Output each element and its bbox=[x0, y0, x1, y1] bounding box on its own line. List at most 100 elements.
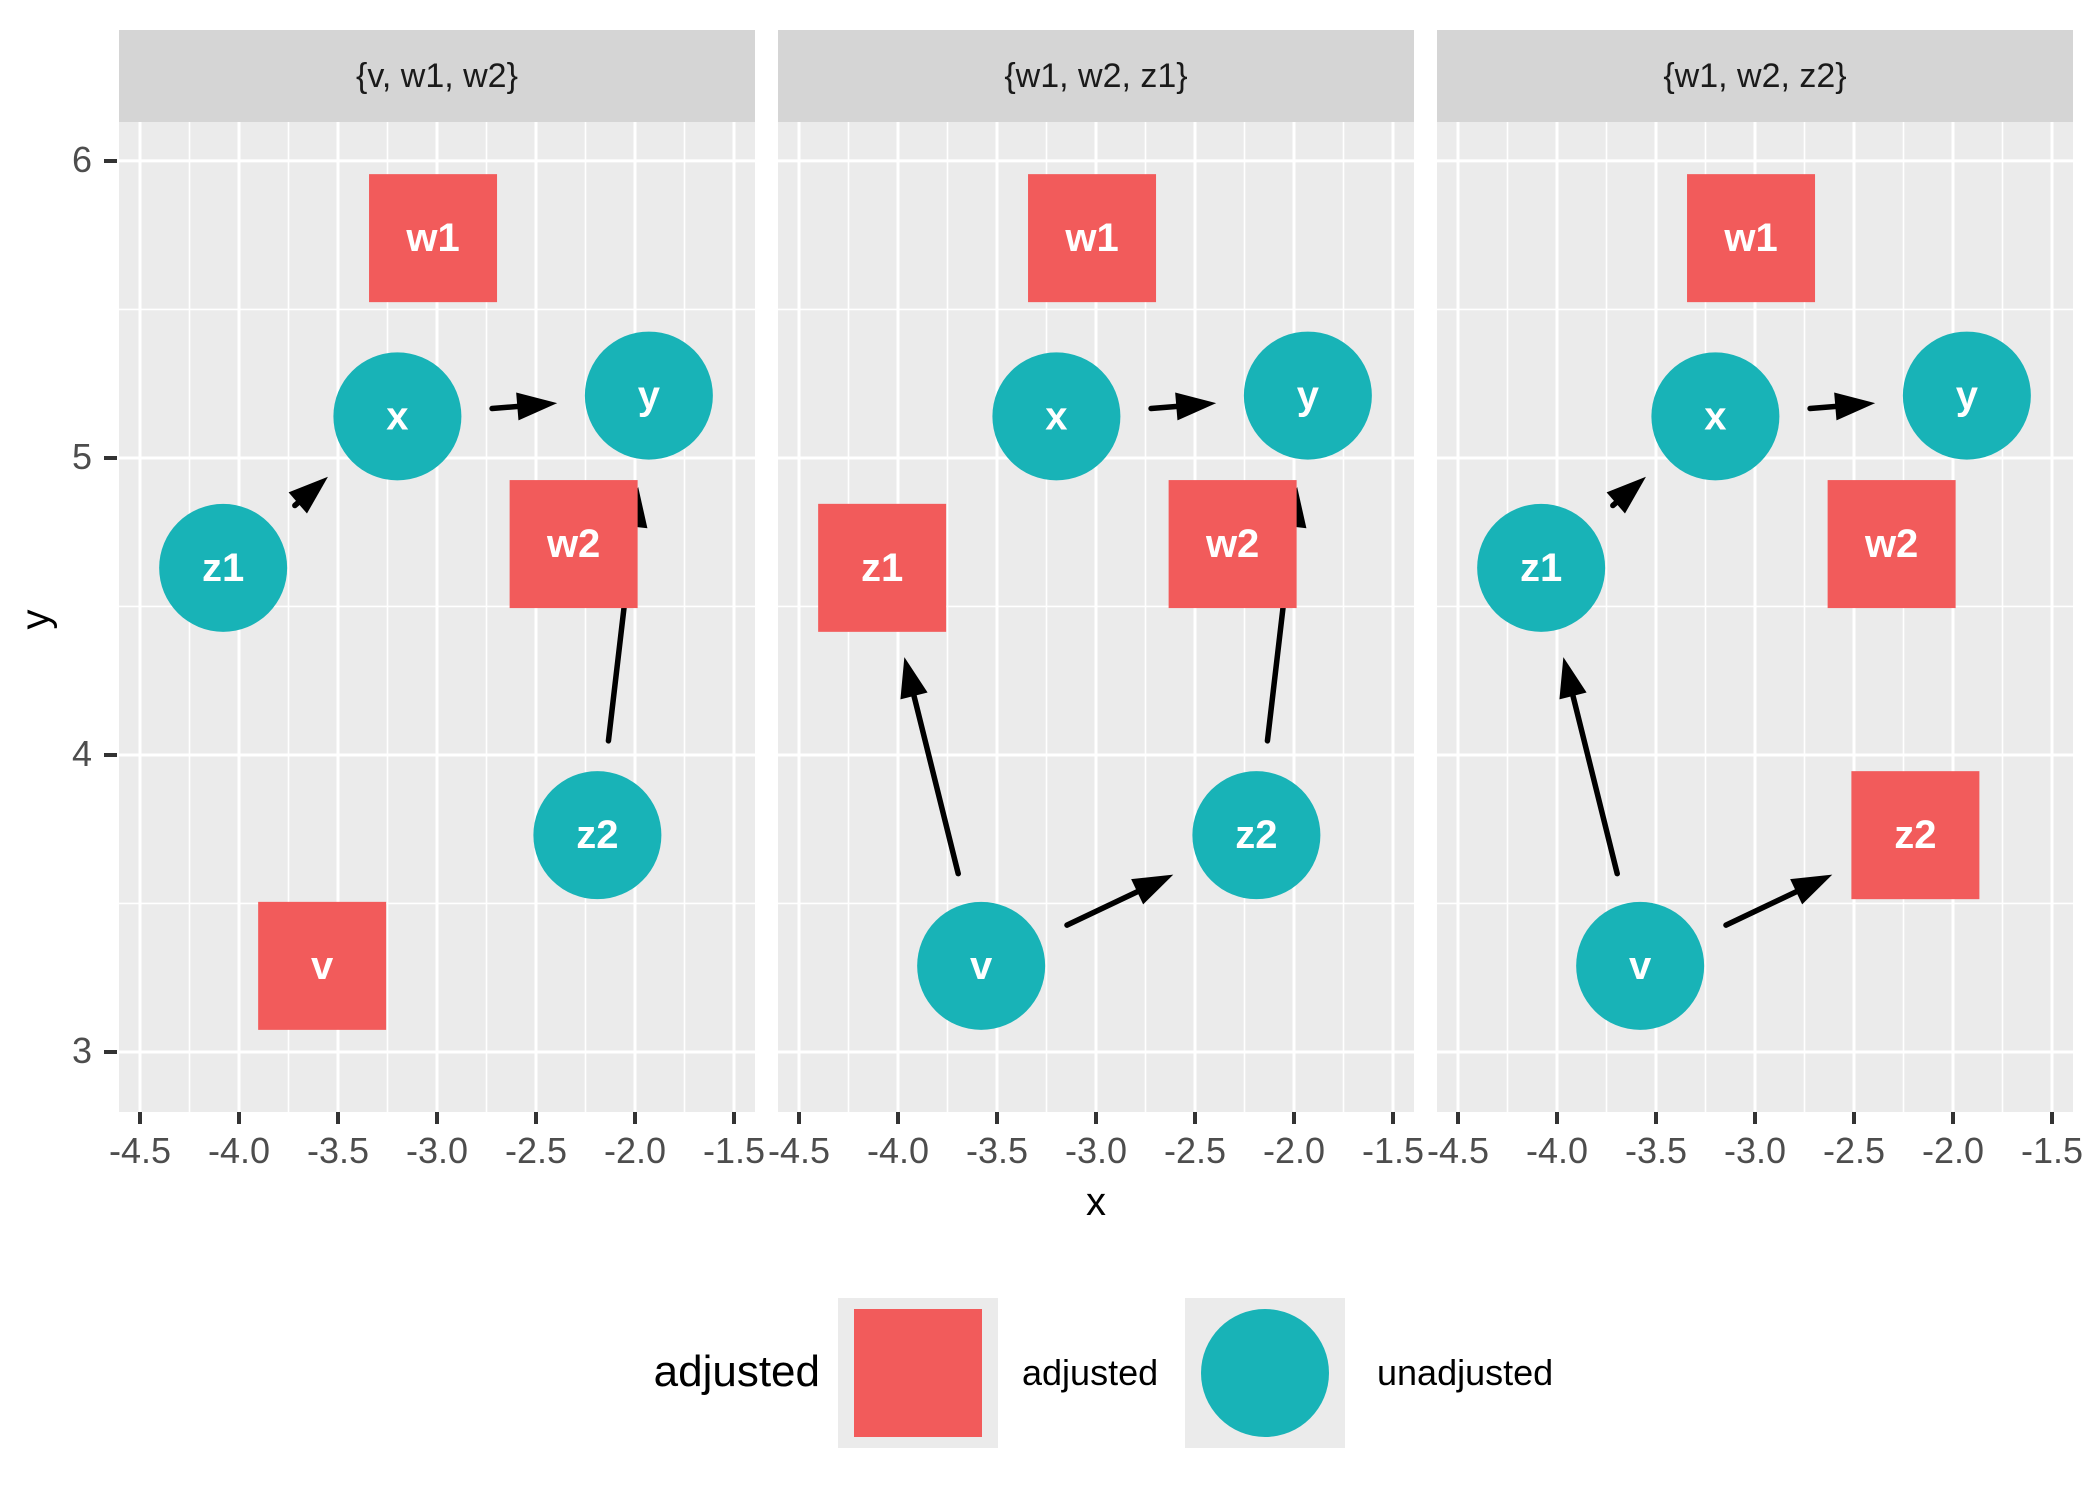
x-tick-label: -4.5 bbox=[108, 1130, 171, 1171]
node-z2-unadjusted: z2 bbox=[1192, 771, 1321, 900]
facet-panel-2: v w1 w2 x y z1 z2 bbox=[778, 122, 1414, 1112]
node-label-w2: w2 bbox=[1205, 522, 1259, 566]
edge-x-y bbox=[489, 392, 558, 421]
x-tick bbox=[1391, 1112, 1395, 1124]
node-v-unadjusted: v bbox=[917, 901, 1046, 1030]
x-axis-title: x bbox=[1086, 1180, 1106, 1224]
node-y-unadjusted: y bbox=[1243, 331, 1372, 460]
x-tick bbox=[1753, 1112, 1757, 1124]
node-label-v: v bbox=[970, 944, 993, 988]
edge-z1-x bbox=[1606, 476, 1646, 514]
x-tick-label: -1.5 bbox=[2020, 1130, 2084, 1171]
node-w2-adjusted: w2 bbox=[1827, 480, 1956, 609]
y-tick-label: 6 bbox=[71, 138, 92, 180]
node-label-x: x bbox=[386, 394, 408, 438]
unadjusted-circle-icon bbox=[1201, 1309, 1329, 1437]
y-tick bbox=[104, 158, 117, 163]
x-tick-label: -2.5 bbox=[1163, 1130, 1227, 1171]
node-label-w1: w1 bbox=[1064, 216, 1118, 260]
y-tick-label: 3 bbox=[71, 1030, 92, 1071]
x-tick-label: -4.0 bbox=[207, 1130, 270, 1171]
node-label-z1: z1 bbox=[1520, 546, 1562, 590]
x-tick bbox=[1292, 1112, 1296, 1124]
node-w1-adjusted: w1 bbox=[369, 174, 498, 303]
node-label-z2: z2 bbox=[576, 813, 618, 857]
node-v-adjusted: v bbox=[258, 901, 387, 1030]
x-tick-label: -3.5 bbox=[1624, 1130, 1687, 1171]
facet-strip-1: {v, w1, w2} bbox=[119, 30, 755, 122]
legend-key-unadjusted bbox=[1185, 1298, 1345, 1448]
node-y-unadjusted: y bbox=[584, 331, 713, 460]
x-tick-label: -1.5 bbox=[1361, 1130, 1425, 1171]
edge-z1-x bbox=[288, 476, 328, 514]
x-tick bbox=[1554, 1112, 1559, 1124]
legend-key-adjusted bbox=[838, 1298, 998, 1448]
x-tick-label: -4.0 bbox=[1525, 1130, 1588, 1171]
y-tick bbox=[104, 455, 117, 460]
x-tick bbox=[137, 1112, 142, 1124]
x-tick bbox=[796, 1112, 801, 1124]
x-tick bbox=[1852, 1112, 1856, 1124]
x-tick-label: -2.0 bbox=[603, 1130, 667, 1171]
node-w1-adjusted: w1 bbox=[1028, 174, 1157, 303]
node-label-w2: w2 bbox=[546, 522, 600, 566]
x-tick bbox=[1455, 1112, 1460, 1124]
node-z2-adjusted: z2 bbox=[1851, 771, 1980, 900]
x-tick-label: -2.5 bbox=[1822, 1130, 1886, 1171]
node-label-w1: w1 bbox=[405, 216, 459, 260]
edge-v-z2 bbox=[1064, 874, 1174, 928]
node-v-unadjusted: v bbox=[1576, 901, 1705, 1030]
legend-label-unadjusted: unadjusted bbox=[1377, 1352, 1554, 1393]
node-label-y: y bbox=[1956, 374, 1979, 418]
node-label-z1: z1 bbox=[861, 546, 903, 590]
node-y-unadjusted: y bbox=[1902, 331, 2031, 460]
x-tick bbox=[335, 1112, 340, 1124]
node-label-z2: z2 bbox=[1894, 813, 1936, 857]
node-label-z2: z2 bbox=[1235, 813, 1277, 857]
node-label-v: v bbox=[1629, 944, 1652, 988]
y-tick-label: 4 bbox=[71, 732, 92, 774]
edge-x-y bbox=[1148, 392, 1217, 421]
x-tick-label: -3.5 bbox=[965, 1130, 1028, 1171]
node-z2-unadjusted: z2 bbox=[533, 771, 662, 900]
x-tick bbox=[633, 1112, 637, 1124]
y-tick bbox=[104, 1050, 117, 1054]
node-w2-adjusted: w2 bbox=[509, 480, 638, 609]
edge-x-y bbox=[1807, 392, 1876, 421]
y-tick-label: 5 bbox=[71, 435, 92, 477]
x-tick bbox=[435, 1112, 439, 1124]
adjusted-square-icon bbox=[854, 1309, 982, 1437]
x-tick bbox=[732, 1112, 736, 1124]
x-tick bbox=[1193, 1112, 1197, 1124]
node-label-w1: w1 bbox=[1723, 216, 1777, 260]
facet-strip-2: {w1, w2, z1} bbox=[778, 30, 1414, 122]
x-tick bbox=[994, 1112, 999, 1124]
x-tick bbox=[236, 1112, 241, 1124]
node-w1-adjusted: w1 bbox=[1687, 174, 1816, 303]
x-tick-label: -1.5 bbox=[702, 1130, 766, 1171]
x-tick-label: -4.5 bbox=[767, 1130, 830, 1171]
edge-v-z1 bbox=[1559, 657, 1620, 877]
x-tick bbox=[534, 1112, 538, 1124]
x-tick bbox=[1094, 1112, 1098, 1124]
node-w2-adjusted: w2 bbox=[1168, 480, 1297, 609]
node-label-v: v bbox=[311, 944, 334, 988]
x-tick-label: -3.0 bbox=[1064, 1130, 1128, 1171]
node-label-y: y bbox=[1297, 374, 1320, 418]
x-tick-label: -3.5 bbox=[306, 1130, 369, 1171]
x-tick-label: -4.0 bbox=[866, 1130, 929, 1171]
x-tick-label: -2.0 bbox=[1921, 1130, 1985, 1171]
node-label-w2: w2 bbox=[1864, 522, 1918, 566]
x-tick-label: -3.0 bbox=[405, 1130, 469, 1171]
edge-v-z1 bbox=[900, 657, 961, 877]
x-tick bbox=[895, 1112, 900, 1124]
legend-title: adjusted bbox=[653, 1347, 820, 1396]
y-axis-title: y bbox=[13, 609, 58, 630]
x-tick bbox=[1653, 1112, 1658, 1124]
node-x-unadjusted: x bbox=[992, 352, 1121, 481]
y-tick bbox=[104, 752, 117, 757]
edge-v-z2 bbox=[1723, 874, 1833, 928]
node-z1-adjusted: z1 bbox=[818, 503, 947, 632]
